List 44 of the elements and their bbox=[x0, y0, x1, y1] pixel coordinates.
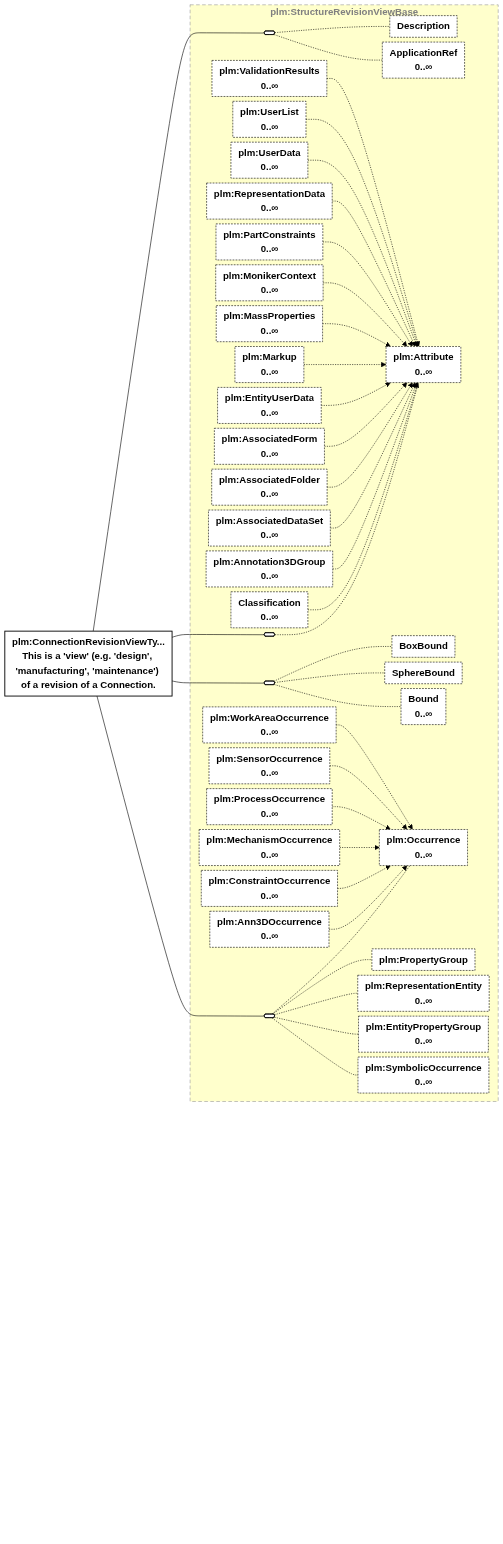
node-box: plm:EntityUserData 0..∞ bbox=[217, 387, 322, 424]
node-box: plm:EntityPropertyGroup 0..∞ bbox=[358, 1015, 489, 1053]
node-box: BoxBound bbox=[391, 635, 456, 658]
node-box: plm:Attribute 0..∞ bbox=[385, 346, 462, 383]
node-box: plm:ProcessOccurrence 0..∞ bbox=[206, 788, 333, 825]
connector bbox=[96, 695, 265, 1017]
connector bbox=[92, 32, 265, 632]
connector bbox=[273, 684, 402, 707]
node-box: plm:MassProperties 0..∞ bbox=[215, 305, 323, 343]
node-box: Bound 0..∞ bbox=[400, 688, 447, 725]
node-box: plm:ConnectionRevisionViewTy... This is a 'view' (e.g. 'design', 'manufacturing', 'maintenance') of a revision of a Connection. bbox=[4, 630, 173, 697]
node-box: plm:MechanismOccurrence 0..∞ bbox=[198, 829, 340, 866]
connector bbox=[273, 646, 393, 682]
connector bbox=[274, 1016, 359, 1035]
node-box: ApplicationRef 0..∞ bbox=[382, 41, 465, 79]
node-box: plm:MonikerContext 0..∞ bbox=[215, 264, 324, 302]
node-box: plm:AssociatedForm 0..∞ bbox=[214, 427, 325, 465]
node-box: SphereBound bbox=[384, 661, 463, 685]
node-box: plm:AssociatedDataSet 0..∞ bbox=[208, 509, 331, 547]
node-box: plm:UserList 0..∞ bbox=[232, 101, 307, 138]
node-box: Classification 0..∞ bbox=[230, 591, 309, 629]
node-box: Description bbox=[389, 15, 458, 38]
node-box: plm:ValidationResults 0..∞ bbox=[211, 60, 328, 97]
connector bbox=[271, 1017, 359, 1076]
connector bbox=[274, 672, 385, 683]
node-box: plm:PartConstraints 0..∞ bbox=[215, 223, 324, 261]
node-box: plm:Annotation3DGroup 0..∞ bbox=[205, 550, 333, 588]
node-box: plm:SensorOccurrence 0..∞ bbox=[208, 747, 331, 785]
node-box: plm:AssociatedFolder 0..∞ bbox=[211, 468, 328, 506]
node-box: plm:Occurrence 0..∞ bbox=[379, 829, 468, 866]
node-box: plm:RepresentationEntity 0..∞ bbox=[357, 974, 490, 1012]
node-box: plm:Markup 0..∞ bbox=[234, 346, 305, 383]
connector bbox=[274, 26, 391, 33]
node-box: plm:SymbolicOccurrence 0..∞ bbox=[357, 1056, 490, 1094]
node-box: plm:PropertyGroup bbox=[371, 948, 476, 971]
node-box: plm:Ann3DOccurrence 0..∞ bbox=[209, 910, 330, 948]
node-box: plm:WorkAreaOccurrence 0..∞ bbox=[202, 706, 337, 744]
node-box: plm:ConstraintOccurrence 0..∞ bbox=[200, 870, 338, 907]
node-box: plm:RepresentationData 0..∞ bbox=[206, 182, 333, 220]
connector bbox=[171, 680, 265, 684]
connector bbox=[171, 634, 265, 638]
connector bbox=[274, 993, 359, 1016]
node-box: plm:UserData 0..∞ bbox=[230, 141, 309, 179]
connector bbox=[273, 34, 383, 61]
